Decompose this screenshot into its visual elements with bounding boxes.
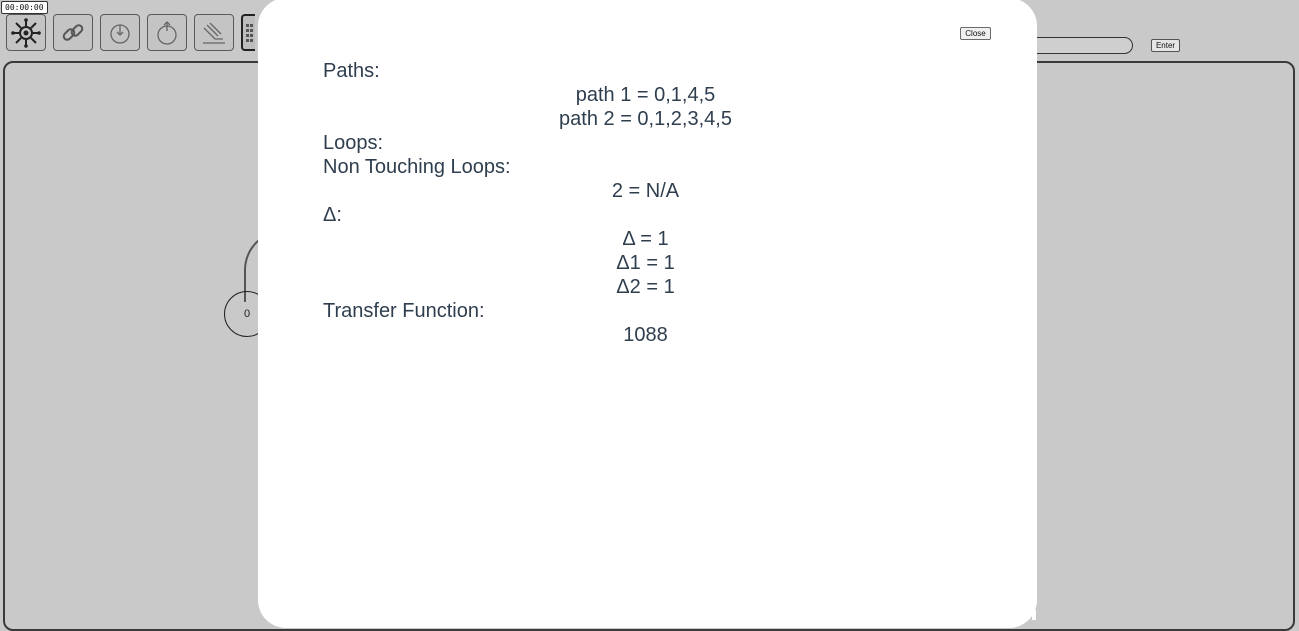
node-gear-icon [11,17,41,48]
input-node-tool-button[interactable] [100,14,140,51]
close-button[interactable]: Close [960,27,991,40]
timer-display: 00:00:00 [1,1,48,14]
arrow-down-circle-icon [110,23,130,44]
resize-handle[interactable] [1032,610,1036,620]
transfer-function-value: 1088 [623,324,668,346]
enter-button[interactable]: Enter [1151,39,1180,52]
paths-label: Paths: [323,60,380,82]
delta-item: Δ2 = 1 [616,276,675,298]
path-item: path 1 = 0,1,4,5 [575,84,716,106]
delta-item: Δ1 = 1 [616,252,675,274]
loops-label: Loops: [323,132,384,154]
output-node-tool-button[interactable] [147,14,187,51]
grid-icon [246,23,253,42]
connect-edge-tool-button[interactable] [53,14,93,51]
delta-label: Δ: [323,204,342,226]
results-content: Paths: path 1 = 0,1,4,5 path 2 = 0,1,2,3… [323,59,968,347]
add-node-tool-button[interactable] [6,14,46,51]
results-modal: Close Paths: path 1 = 0,1,4,5 path 2 = 0… [258,0,1037,628]
arrow-up-circle-icon [157,20,177,45]
erase-tool-button[interactable] [194,14,234,51]
delta-item: Δ = 1 [622,228,669,250]
transfer-function-label: Transfer Function: [323,300,485,322]
non-touching-item: 2 = N/A [611,180,680,202]
grid-tool-button[interactable] [241,14,255,51]
non-touching-loops-label: Non Touching Loops: [323,156,511,178]
eraser-hand-icon [203,22,225,44]
path-item: path 2 = 0,1,2,3,4,5 [559,108,732,130]
chain-link-icon [62,23,84,41]
